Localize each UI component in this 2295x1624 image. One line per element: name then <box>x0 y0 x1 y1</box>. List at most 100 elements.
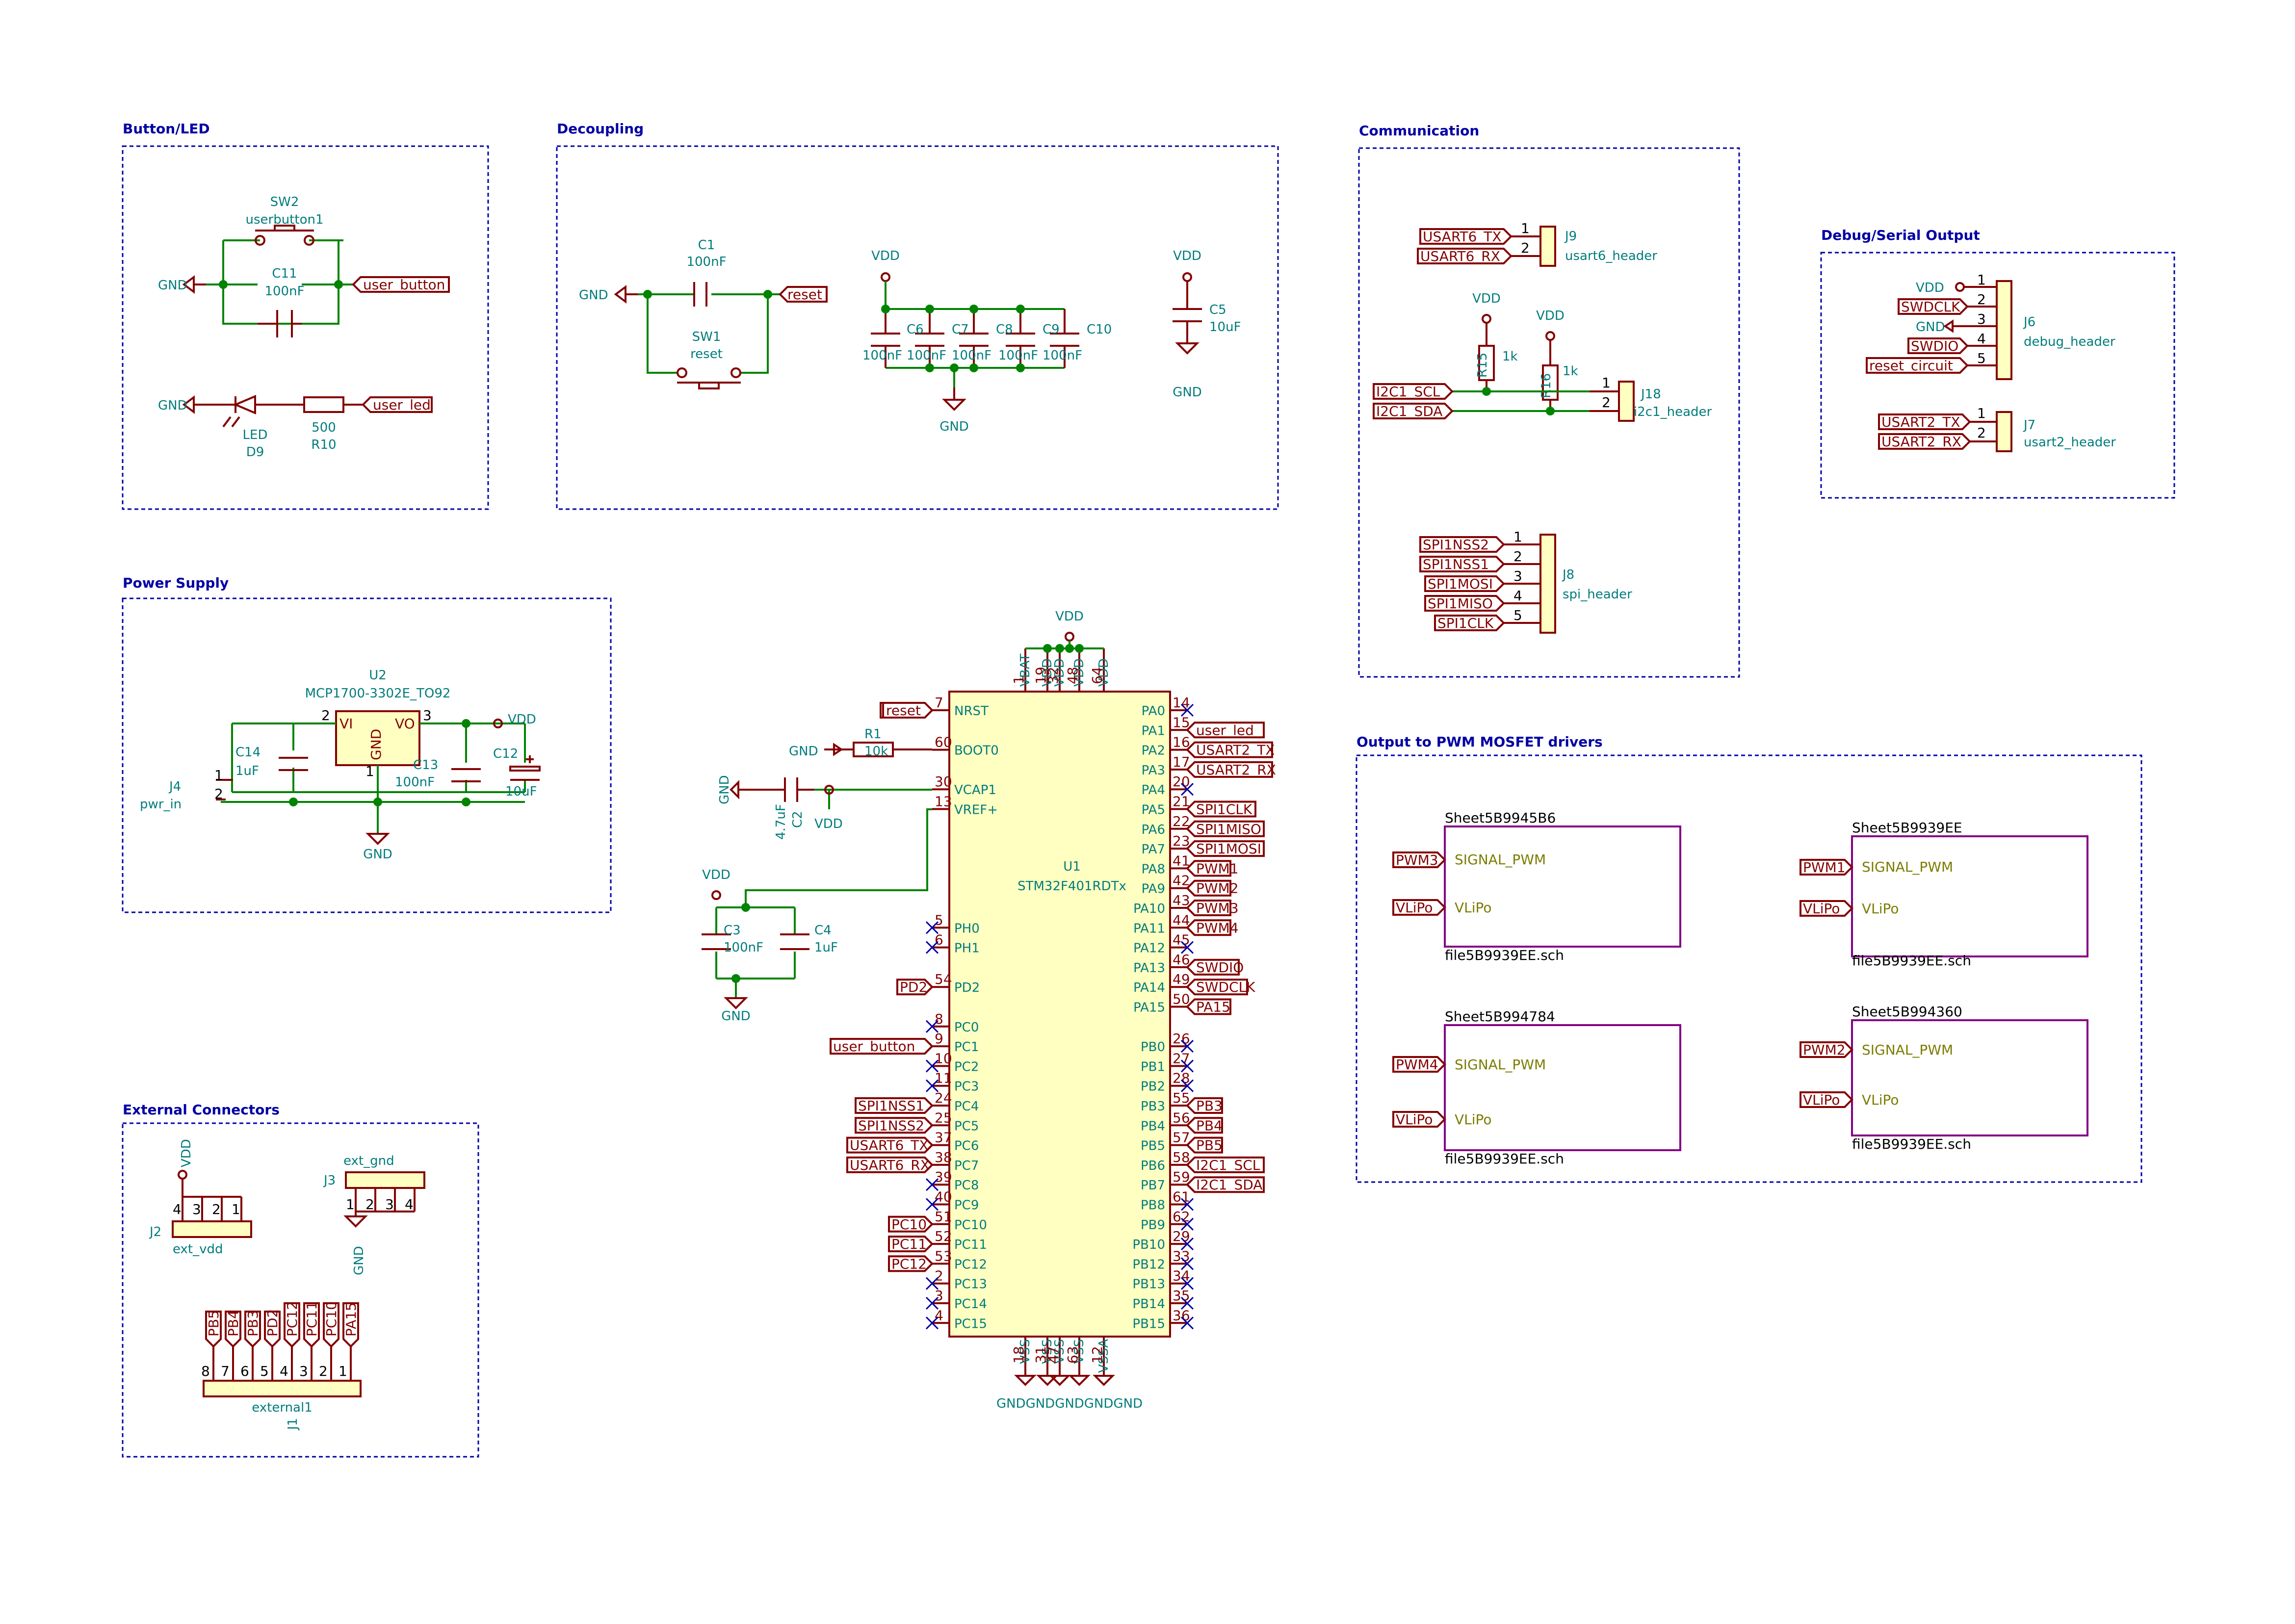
c1-capacitor[interactable] <box>693 282 707 307</box>
mcu-pa8-netlabel[interactable] <box>1186 860 1231 877</box>
mcu-pa14-netlabel[interactable] <box>1186 979 1248 996</box>
j1-pb3-netlabel[interactable] <box>244 1311 261 1348</box>
mcu-pc4-netlabel[interactable] <box>855 1097 934 1114</box>
j4-connector[interactable] <box>216 779 233 800</box>
d9-led[interactable] <box>206 394 304 428</box>
user-button-netlabel[interactable] <box>352 276 450 293</box>
vlipo-netlabel[interactable] <box>1799 1091 1853 1108</box>
mcu-pa2-netlabel[interactable] <box>1186 741 1273 758</box>
j8-connector[interactable] <box>1504 534 1556 634</box>
mcu-pin-pc10-number: 51 <box>935 1209 952 1225</box>
c2-capacitor[interactable] <box>751 777 814 802</box>
spi1nss2-netlabel[interactable] <box>1419 536 1505 553</box>
spi1mosi-netlabel[interactable] <box>1424 575 1505 592</box>
i2c1-sda-netlabel[interactable] <box>1373 403 1454 419</box>
mcu-pa7-netlabel[interactable] <box>1186 840 1265 857</box>
pwm1-netlabel[interactable] <box>1799 859 1853 876</box>
j1-pc11-netlabel[interactable] <box>303 1302 320 1348</box>
mcu-pb3-netlabel[interactable] <box>1186 1097 1223 1114</box>
j1-connector[interactable] <box>203 1346 362 1397</box>
j1-pd2-netlabel[interactable] <box>264 1311 281 1348</box>
j1-pb4-netlabel[interactable] <box>225 1311 241 1348</box>
reset-netlabel[interactable] <box>779 286 828 303</box>
c4-capacitor[interactable] <box>780 933 809 950</box>
sw2-switch[interactable] <box>255 225 314 246</box>
spi1miso-netlabel[interactable] <box>1424 595 1505 612</box>
spi1clk-netlabel[interactable] <box>1434 615 1505 631</box>
mcu-pb5-netlabel[interactable] <box>1186 1136 1223 1154</box>
usart6-rx-netlabel[interactable] <box>1417 248 1513 264</box>
usart2-rx-netlabel[interactable] <box>1878 433 1971 450</box>
mcu-pb4-netlabel[interactable] <box>1186 1117 1223 1134</box>
i2c1-scl-netlabel[interactable] <box>1373 383 1454 400</box>
reset-circuit-netlabel[interactable] <box>1866 357 1969 374</box>
pwm-sheet-1[interactable] <box>1444 825 1681 948</box>
spi1nss1-netlabel[interactable] <box>1419 556 1505 572</box>
pwm2-netlabel[interactable] <box>1799 1041 1853 1058</box>
mcu-pd2-netlabel[interactable] <box>896 979 934 996</box>
r10-resistor[interactable] <box>303 396 363 413</box>
decoupling-cap-bank[interactable] <box>871 309 1079 368</box>
j6-connector[interactable] <box>1962 280 2012 380</box>
ext-circuit: VDD 4 3 2 1 J2 ext_vdd ext_gnd J3 1 2 3 … <box>149 1139 425 1431</box>
mcu-pa10-netlabel[interactable] <box>1186 900 1231 916</box>
j1-pc10-netlabel[interactable] <box>323 1302 339 1348</box>
reset-circuit-text: reset_circuit <box>1869 358 1953 374</box>
vlipo-netlabel[interactable] <box>1392 1111 1446 1128</box>
vlipo-netlabel[interactable] <box>1392 899 1446 916</box>
j1-pc12-netlabel[interactable] <box>284 1302 300 1348</box>
j1-pb5-netlabel[interactable] <box>205 1311 222 1348</box>
mcu-pin-pa0-number: 14 <box>1173 695 1190 711</box>
usart6-tx-netlabel[interactable] <box>1419 228 1513 245</box>
c14-capacitor[interactable] <box>279 757 308 771</box>
vlipo-netlabel[interactable] <box>1799 900 1853 917</box>
pwm-sheet-2[interactable] <box>1851 835 2088 957</box>
u2-regulator[interactable] <box>335 710 420 766</box>
mcu-pin-pb7-name: PB7 <box>1141 1178 1165 1193</box>
mcu-pc1-netlabel[interactable] <box>830 1038 934 1055</box>
pwm-sheet-4[interactable] <box>1851 1019 2088 1136</box>
j1-pin3: 3 <box>299 1363 308 1379</box>
reset-netlabel[interactable] <box>882 702 934 719</box>
c12-capacitor[interactable] <box>509 755 541 781</box>
mcu-pc6-netlabel[interactable] <box>846 1136 934 1154</box>
swdio-netlabel[interactable] <box>1907 337 1969 354</box>
j3-connector[interactable] <box>345 1171 425 1216</box>
user-led-netlabel[interactable] <box>362 396 433 413</box>
pwm-sheet-3[interactable] <box>1444 1024 1681 1151</box>
pwm3-netlabel[interactable] <box>1392 851 1446 868</box>
mcu-pa6-netlabel[interactable] <box>1186 820 1265 837</box>
mcu-pa11-netlabel[interactable] <box>1186 919 1231 936</box>
no-connect-mark <box>1180 1059 1194 1073</box>
mcu-pa15-netlabel[interactable] <box>1186 998 1231 1015</box>
mcu-pa13-netlabel[interactable] <box>1186 958 1240 976</box>
mcu-pa3-netlabel[interactable] <box>1186 761 1273 778</box>
j7-connector[interactable] <box>1970 411 2012 452</box>
r1-resistor[interactable] <box>853 742 932 757</box>
c13-capacitor[interactable] <box>451 768 481 782</box>
mcu-pc10-netlabel[interactable] <box>888 1215 934 1233</box>
mcu-pc12-netlabel[interactable] <box>888 1255 934 1272</box>
mcu-pb7-netlabel[interactable] <box>1186 1176 1265 1193</box>
c5-capacitor[interactable] <box>1173 281 1202 355</box>
mcu-pa1-netlabel[interactable] <box>1186 722 1265 739</box>
mcu-pc5-netlabel[interactable] <box>855 1117 934 1134</box>
j2-connector[interactable] <box>172 1179 252 1238</box>
j9-connector[interactable] <box>1511 226 1556 267</box>
mcu-pc7-netlabel[interactable] <box>846 1156 934 1173</box>
mcu-pc11-netlabel[interactable] <box>888 1236 934 1253</box>
c11-capacitor[interactable] <box>258 310 302 337</box>
c3-capacitor[interactable] <box>702 933 731 950</box>
swdclk-netlabel[interactable] <box>1898 298 1969 315</box>
sw1-switch[interactable] <box>677 367 741 389</box>
mcu-pa9-netlabel[interactable] <box>1186 879 1231 897</box>
mcu-pin-pa2-number: 16 <box>1173 734 1190 750</box>
mcu-pa5-netlabel[interactable] <box>1186 800 1256 818</box>
j18-connector[interactable] <box>1590 381 1635 422</box>
j1-pa15-netlabel[interactable] <box>342 1302 359 1348</box>
usart2-tx-netlabel[interactable] <box>1878 413 1971 430</box>
u1-mcu-body[interactable] <box>948 691 1171 1338</box>
pwm4-netlabel[interactable] <box>1392 1056 1446 1073</box>
mcu-pb6-netlabel[interactable] <box>1186 1156 1265 1173</box>
j8-pin1: 1 <box>1513 529 1522 545</box>
